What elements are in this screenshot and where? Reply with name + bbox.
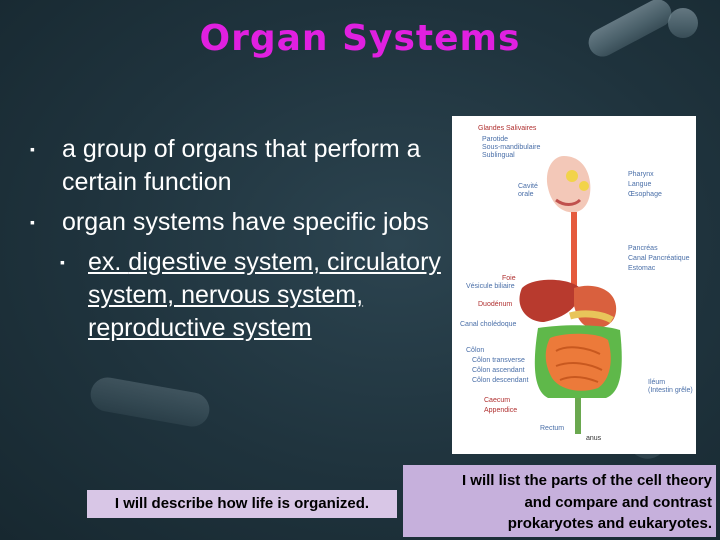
sub-bullet-item: ▪ ex. digestive system, circulatory syst…	[30, 246, 450, 345]
label-rectum: Rectum	[540, 425, 564, 432]
label-pancreas: Pancréas	[628, 245, 658, 252]
label-sousmandibulaire: Sous-mandibulaire	[482, 144, 540, 151]
bullet-text: a group of organs that perform a certain…	[62, 135, 421, 196]
bullet-marker-icon: ▪	[30, 214, 35, 230]
label-parotide: Parotide	[482, 136, 508, 143]
label-colon-transverse: Côlon transverse	[472, 357, 525, 364]
bullet-marker-icon: ▪	[60, 254, 65, 270]
label-cavite2: orale	[518, 191, 534, 198]
bullet-text: organ systems have specific jobs	[62, 208, 429, 236]
objective-right-line: and compare and contrast	[524, 493, 712, 511]
mouth-shape	[555, 198, 582, 206]
label-langue: Langue	[628, 181, 651, 188]
example-systems-link[interactable]: ex. digestive system, circulatory system…	[88, 248, 441, 342]
label-colon-ascendant: Côlon ascendant	[472, 367, 525, 374]
bullet-item: ▪ a group of organs that perform a certa…	[30, 133, 450, 199]
objective-right-line: I will list the parts of the cell theory	[461, 472, 712, 489]
bacteria-decoration	[668, 8, 698, 38]
label-sublingual: Sublingual	[482, 152, 515, 159]
pancreas-shape	[569, 310, 614, 324]
bullet-item: ▪ organ systems have specific jobs	[30, 206, 450, 239]
label-vesicule: Vésicule biliaire	[466, 283, 515, 290]
slide-title: Organ Systems	[199, 18, 521, 59]
label-colon-descendant: Côlon descendant	[472, 377, 528, 384]
label-intestin-grele: (Intestin grêle)	[648, 387, 693, 394]
label-cavite1: Cavité	[518, 183, 538, 190]
digestive-system-illustration: Glandes Salivaires Parotide Sous-mandibu…	[460, 125, 693, 442]
label-ileum: Iléum	[648, 379, 665, 386]
bullet-list: ▪ a group of organs that perform a certa…	[30, 133, 450, 345]
label-appendice: Appendice	[484, 407, 517, 414]
label-caecum: Caecum	[484, 397, 510, 404]
bacteria-decoration	[87, 374, 213, 430]
label-glandes: Glandes Salivaires	[478, 125, 537, 132]
objective-right-line: prokaryotes and eukaryotes.	[507, 515, 712, 532]
example-link-text: digestive system, circulatory system, ne…	[88, 248, 441, 342]
label-estomac: Estomac	[628, 265, 656, 272]
objective-left-box: I will describe how life is organized.	[87, 490, 397, 518]
intestine-folds	[555, 346, 603, 383]
label-pharynx: Pharynx	[628, 171, 654, 178]
salivary-gland-shape	[566, 170, 578, 182]
label-foie: Foie	[502, 275, 516, 282]
liver-shape	[519, 279, 581, 322]
label-colon: Côlon	[466, 347, 484, 354]
label-oesophage: Œsophage	[628, 191, 662, 198]
salivary-gland-shape	[579, 181, 589, 191]
bullet-marker-icon: ▪	[30, 141, 35, 157]
label-anus: anus	[586, 435, 602, 442]
label-canal-choledoque: Canal cholédoque	[460, 321, 517, 328]
objective-right-box: I will list the parts of the cell theory…	[403, 465, 716, 537]
head-shape	[546, 156, 591, 213]
label-duodenum: Duodénum	[478, 301, 512, 308]
digestive-system-diagram: Glandes Salivaires Parotide Sous-mandibu…	[452, 116, 696, 454]
label-canal-pancreatique: Canal Pancréatique	[628, 255, 690, 262]
example-prefix: ex.	[88, 248, 129, 276]
